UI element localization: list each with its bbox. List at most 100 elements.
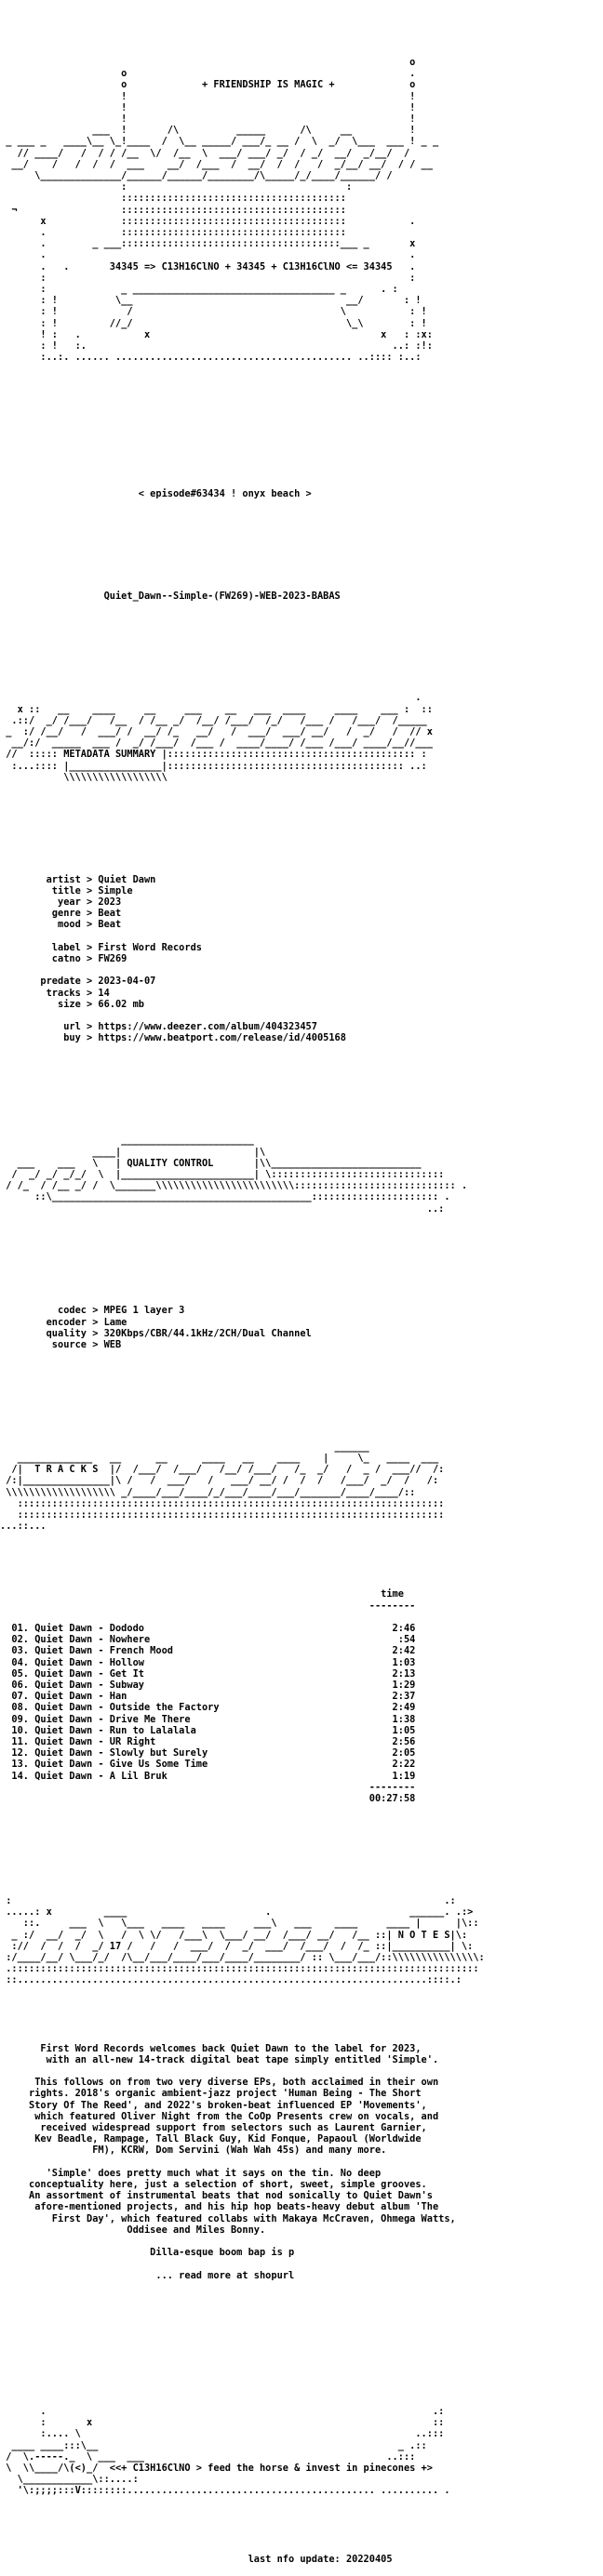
track-row: 09. Quiet Dawn - Drive Me There 1:38 [0,1713,416,1725]
header-art-line: ¬ ::::::::::::::::::::::::::::::::::::::… [0,204,346,216]
notes-line: received widespread support from selecto… [0,2121,427,2133]
metadata-row: tracks > 14 [0,987,110,999]
notes-line: An assortment of instrumental beats that… [0,2190,433,2202]
tracks-header-art-line: _____________ __ __ ____ __ ____ | \_ __… [0,1453,439,1464]
spacer [0,1067,603,1078]
notes-header-art-line: :/____/__/ \___/_/ /\__/___/____/___/___… [0,1951,485,1963]
header-art-line: : : [0,181,353,193]
header-art-line: o [0,57,416,69]
footer-art-line: . .: [0,2406,445,2418]
header-art-line: x ::::::::::::::::::::::::::::::::::::::… [0,215,416,227]
track-row: 11. Quiet Dawn - UR Right 2:56 [0,1736,416,1748]
track-row: 06. Quiet Dawn - Subway 1:29 [0,1680,416,1692]
quality-row: encoder > Lame [0,1316,127,1328]
spacer [0,2371,603,2383]
notes-header-art-line: .....: x ____ . ______. .:> [0,1906,474,1919]
spacer [0,805,603,817]
spacer [0,2258,603,2269]
metadata-header-art-line: x :: __ ____ __ ___ __ ___ ____ ____ ___… [0,703,433,715]
tracks-time-rule: -------- [0,1600,416,1612]
quality-row: codec > MPEG 1 layer 3 [0,1305,185,1317]
metadata-summary: artist > Quiet Dawn title > Simple year … [0,874,603,1044]
header-art-line: __/ / / / / ___ __/ /___ / __/ / / / _/_… [0,158,433,170]
spacer [0,658,603,670]
tracks-total: 00:27:58 [0,1793,416,1805]
notes-line: Kev Beadle, Rampage, Tall Black Guy, Kid… [0,2133,422,2145]
header-art: o o . o + FRIENDSHIP IS MAGIC + o ! [0,57,603,363]
notes-line: conceptuality here, just a selection of … [0,2179,427,2190]
spacer [0,1612,603,1623]
metadata-row: catno > FW269 [0,953,127,965]
notes-header-art-line: _ :/ __/ _/ \ / \ \/ /___\ \___/ __/ /__… [0,1929,468,1941]
notes-line: First Word Records welcomes back Quiet D… [0,2042,422,2054]
metadata-row [0,931,603,942]
tracks-time-header: time [0,1588,404,1600]
tracks-header-art-line: /| T R A C K S |/ /___/ /___/ /__/ /___/… [0,1464,445,1476]
metadata-header-art-line: _ :/ /__/ / ___/ / __/ /_ __/ / ___/ ___… [0,726,433,737]
track-row: 10. Quiet Dawn - Run to Lalalala 1:05 [0,1724,416,1736]
header-art-line: : ! //_/ \_\ : ! [0,317,427,329]
spacer [0,840,603,851]
tracks-header-art-line: ...::... [0,1520,47,1533]
notes-line: afore-mentioned projects, and his hip ho… [0,2201,439,2213]
tracks-header-art: ______ _____________ __ __ ____ __ ____ … [0,1441,603,1533]
header-art-line: . _ ___:::::::::::::::::::::::::::::::::… [0,238,416,250]
notes-line: rights. 2018's organic ambient-jazz proj… [0,2088,422,2100]
spacer [0,420,603,432]
spacer [0,2338,603,2349]
metadata-row [0,1010,603,1021]
quality-header-art-line: / _/ _/ _/_/ \ |_______________________|… [0,1168,445,1180]
metadata-row: artist > Quiet Dawn [0,873,156,885]
header-art-line: : ! \__ __/ : ! [0,295,422,307]
spacer [0,2157,603,2168]
spacer [0,1374,603,1385]
tracks-header-art-line: ::::::::::::::::::::::::::::::::::::::::… [0,1497,445,1509]
spacer [0,522,603,533]
footer-art: . .: : x :: :.... \ [0,2406,603,2497]
notes-header-art-line: :// / / / _/ 17 / / / ___/ / _/ ___/ /__… [0,1940,474,1952]
metadata-header-art-line: __/:/ _____ ___ / _/ /___/ /___ / ____/_… [0,737,433,750]
tracks-header-art-line: ::::::::::::::::::::::::::::::::::::::::… [0,1509,445,1521]
spacer [0,1827,603,1839]
quality-row: quality > 320Kbps/CBR/44.1kHz/2CH/Dual C… [0,1327,312,1339]
last-update: last nfo update: 20220405 [0,2553,393,2565]
tracks-total-rule: -------- [0,1781,416,1793]
spacer [0,2304,603,2315]
header-art-line: ! ! [0,113,416,126]
metadata-row: label > First Word Records [0,941,202,953]
metadata-row: predate > 2023-04-07 [0,976,156,988]
metadata-row: title > Simple [0,884,133,896]
metadata-row [0,964,603,976]
spacer [0,2236,603,2247]
header-art-line: _ ___ _ ____\__ \_!____ / \__ _____/ ___… [0,136,439,148]
footer-art-line: '\:;;;;:::V::::::::.....................… [0,2485,450,2497]
notes-text: First Word Records welcomes back Quiet D… [0,2043,603,2281]
notes-line: with an all-new 14-track digital beat ta… [0,2053,439,2065]
notes-line: FM), KCRW, Dom Servini (Wah Wah 45s) and… [0,2144,387,2157]
metadata-header-art-line: . [0,692,422,704]
metadata-header-art-line: .::/ _/ /___/ /__ / /__ _/ /__/ /___/ /_… [0,714,427,726]
notes-line: 'Simple' does pretty much what it says o… [0,2167,382,2179]
header-art-line: : _ ___________________________________ … [0,284,398,296]
metadata-header-art-line: // ::::: METADATA SUMMARY |:::::::::::::… [0,749,427,761]
footer-art-line: : x :: [0,2417,445,2429]
quality-header-art-line: / /_ / /__ _/ / \_______\\\\\\\\\\\\\\\\… [0,1180,468,1192]
header-art-line: ___ ! /\ _____ /\ __ ! [0,125,416,137]
track-row: 05. Quiet Dawn - Get It 2:13 [0,1667,416,1680]
notes-line: which featured Oliver Night from the CoO… [0,2110,439,2122]
footer-art-line: \ \\____/\(<)_/ <<+ C13H16ClNO > feed th… [0,2463,433,2475]
quality-header-art-line: _______________________ [0,1135,254,1147]
header-art-line: ! ! [0,101,416,113]
footer-art-line: ____ ____:::\__ _ .:: [0,2439,427,2451]
track-row: 08. Quiet Dawn - Outside the Factory 2:4… [0,1702,416,1714]
spacer [0,454,603,465]
metadata-row: url > https://www.deezer.com/album/40432… [0,1021,317,1033]
spacer [0,1861,603,1872]
header-art-line: ! : . x x : :x: [0,328,433,340]
notes-line: First Day', which featured collabs with … [0,2212,456,2224]
metadata-header-art: . x :: __ ____ __ ___ __ ___ ____ ____ _… [0,692,603,783]
notes-header-art-line: : .: [0,1894,456,1906]
spacer [0,556,603,567]
notes-header-art: : .: .....: x ____ . ______. .:> ::. ___… [0,1895,603,1986]
